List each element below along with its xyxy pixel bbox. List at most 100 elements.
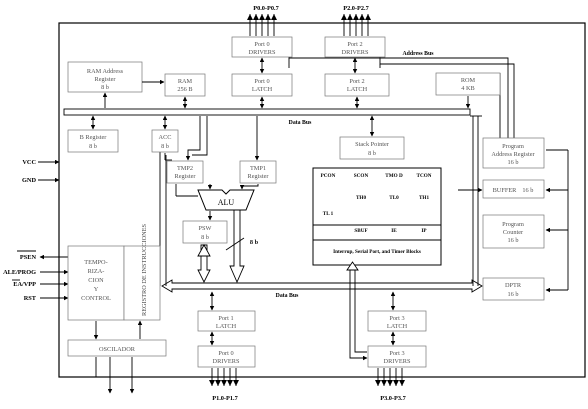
port1-drivers-block: [197, 345, 256, 368]
svg-text:DRIVERS: DRIVERS: [342, 49, 369, 56]
svg-text:Port 0: Port 0: [254, 41, 269, 48]
port0-latch-block: [231, 73, 293, 97]
svg-text:8 b: 8 b: [368, 150, 376, 157]
svg-text:CION: CION: [88, 277, 104, 284]
svg-text:8 b: 8 b: [89, 143, 97, 150]
svg-text:TEMPO-: TEMPO-: [84, 259, 107, 266]
port1-latch-block: [197, 310, 256, 332]
svg-text:Register: Register: [95, 76, 117, 83]
svg-text:Y: Y: [94, 286, 99, 293]
acc-block: [151, 129, 179, 153]
data-bus-top-label: Data Bus: [289, 120, 312, 126]
svg-text:DRIVERS: DRIVERS: [249, 49, 276, 56]
svg-text:16 b: 16 b: [507, 291, 518, 298]
port2-label: P2.0-P2.7: [343, 5, 369, 12]
buffer-block: [482, 179, 545, 199]
ale-pin-label: ALE/PROG: [3, 269, 36, 276]
svg-text:8 b: 8 b: [201, 234, 209, 241]
svg-text:ROM: ROM: [461, 77, 476, 84]
svg-text:Stack Pointer: Stack Pointer: [355, 141, 390, 148]
svg-text:IP: IP: [421, 228, 427, 234]
svg-text:RAM Address: RAM Address: [87, 68, 124, 75]
svg-text:LATCH: LATCH: [387, 323, 408, 330]
svg-text:8 b: 8 b: [101, 84, 109, 91]
ram-address-register-block: [67, 61, 143, 93]
port1-pin-arrows: [209, 368, 239, 386]
ram-block: [164, 73, 206, 97]
instruction-register-block: [123, 245, 161, 321]
svg-text:TH0: TH0: [356, 195, 366, 201]
tmp2-register-block: [166, 160, 204, 184]
stack-pointer-block: [339, 136, 405, 160]
svg-text:LATCH: LATCH: [347, 86, 368, 93]
bottom-port-links: [209, 261, 396, 361]
svg-text:Port 2: Port 2: [347, 41, 362, 48]
sfr-table: [312, 167, 442, 266]
svg-text:Address Register: Address Register: [491, 151, 535, 158]
svg-text:Port 2: Port 2: [349, 78, 364, 85]
svg-text:TH1: TH1: [419, 195, 429, 201]
svg-text:CONTROL: CONTROL: [81, 295, 111, 302]
svg-text:8 b: 8 b: [161, 143, 169, 150]
port3-label: P3.0-P3.7: [380, 395, 406, 402]
svg-text:Port 3: Port 3: [389, 315, 404, 322]
alu-to-bus: [197, 209, 245, 284]
port1-label: P1.0-P1.7: [212, 395, 238, 402]
temporization-control-block: [67, 245, 125, 321]
svg-text:TMP2: TMP2: [177, 165, 193, 172]
svg-text:256 B: 256 B: [177, 86, 192, 93]
svg-text:REGISTRO DE INSTRUCCIONES: REGISTRO DE INSTRUCCIONES: [141, 223, 148, 316]
eight-bit-label: 8 b: [250, 239, 259, 246]
dptr-block: [482, 277, 545, 301]
program-counter-block: [482, 214, 545, 249]
port3-drivers-block: [367, 345, 427, 368]
data-bus-bottom-label: Data Bus: [276, 293, 299, 299]
main-data-bus: [161, 279, 483, 293]
svg-text:TMP1: TMP1: [250, 165, 266, 172]
port0-pin-arrows: [247, 14, 277, 36]
port3-pin-arrows: [375, 368, 405, 386]
port3-latch-block: [367, 310, 427, 332]
svg-text:PCON: PCON: [321, 173, 336, 179]
svg-text:Port 0: Port 0: [254, 78, 269, 85]
internal-data-bus-top: [63, 108, 471, 116]
svg-text:4 KB: 4 KB: [461, 85, 474, 92]
svg-text:RIZA-: RIZA-: [88, 268, 105, 275]
control-pins: [39, 254, 69, 301]
vcc-pin-label: VCC: [22, 159, 36, 166]
svg-text:16 b: 16 b: [507, 159, 518, 166]
oscillator-block: [67, 339, 167, 357]
svg-text:ACC: ACC: [159, 134, 172, 141]
tmp-feed-lines: [164, 116, 260, 161]
alu-links: [175, 184, 259, 197]
psw-block: [182, 220, 228, 244]
svg-text:DRIVERS: DRIVERS: [384, 358, 411, 365]
svg-text:Register: Register: [248, 173, 270, 180]
port2-pin-arrows: [341, 14, 371, 36]
b-register-block: [67, 129, 119, 153]
instruction-register-label: REGISTRO DE INSTRUCCIONES: [141, 223, 148, 316]
latch-driver-links: [102, 57, 471, 109]
psen-pin-label: PSEN: [20, 254, 37, 261]
svg-text:ALU: ALU: [218, 198, 235, 207]
svg-text:Register: Register: [175, 173, 197, 180]
svg-text:TL 1: TL 1: [323, 211, 334, 217]
right-column-links: [458, 115, 569, 293]
svg-text:Port 3: Port 3: [389, 350, 404, 357]
svg-text:Port 1: Port 1: [218, 315, 233, 322]
port0-drivers-block: [231, 36, 293, 58]
gnd-pin-label: GND: [22, 177, 36, 184]
sfr-table-caption: Interrup, Serial Port, and Timer Blocks: [333, 249, 421, 255]
tmp1-register-block: [239, 160, 277, 184]
svg-text:Program: Program: [502, 143, 524, 150]
program-address-register-block: [482, 137, 545, 169]
svg-text:B Register: B Register: [80, 134, 108, 141]
svg-text:OSCILADOR: OSCILADOR: [99, 346, 136, 353]
svg-text:SCON: SCON: [354, 173, 369, 179]
svg-text:Counter: Counter: [503, 229, 524, 236]
svg-text:IE: IE: [391, 228, 397, 234]
svg-text:DRIVERS: DRIVERS: [213, 358, 240, 365]
port2-latch-block: [324, 73, 390, 97]
